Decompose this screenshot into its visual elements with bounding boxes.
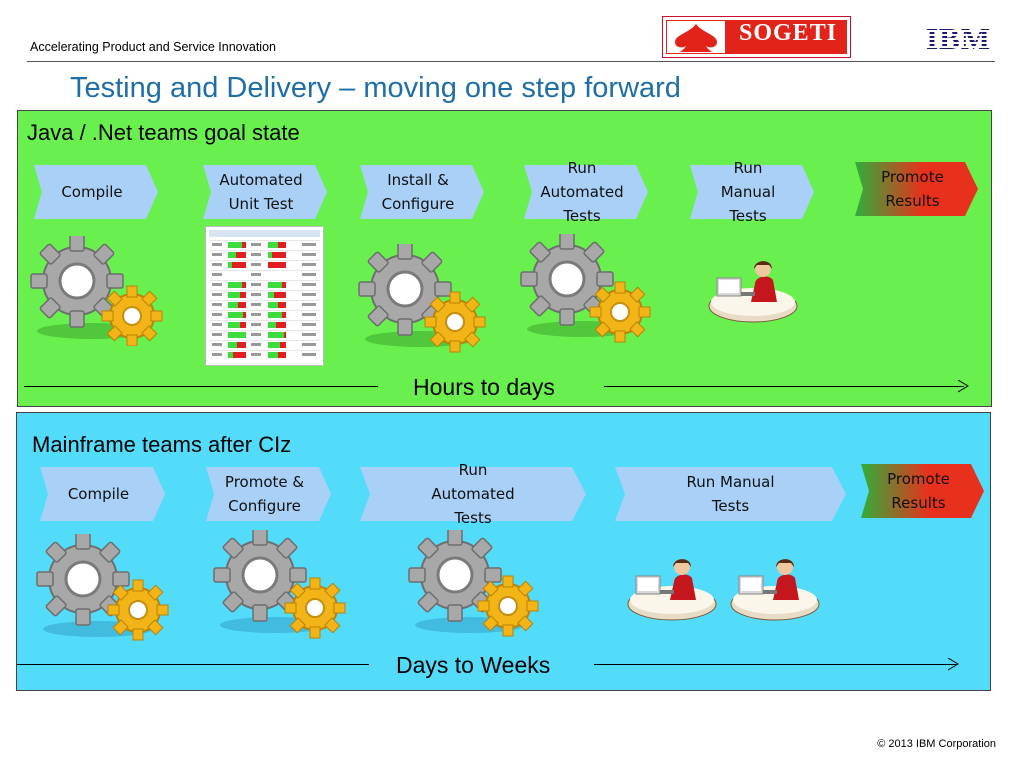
java-timeline-label: Hours to days: [413, 374, 555, 400]
mainframe-step-label: Compile: [67, 485, 130, 503]
gear-icon: [36, 534, 169, 641]
tagline: Accelerating Product and Service Innovat…: [30, 40, 276, 54]
mainframe-step-label: Run Automated Tests: [431, 461, 515, 527]
java-step-label: Promote Results: [881, 168, 944, 210]
mainframe-timeline-label: Days to Weeks: [396, 652, 551, 678]
mainframe-step-label: Promote & Configure: [224, 473, 305, 515]
slide-title: Testing and Delivery – moving one step f…: [70, 72, 681, 104]
arrow-right-icon: [948, 658, 959, 671]
ibm-logo: IBM: [926, 24, 991, 52]
mainframe-timeline-left-line: [17, 664, 369, 665]
spade-icon: [667, 21, 725, 53]
sogeti-logo: Sogeti: [662, 16, 851, 58]
header-divider: [27, 61, 995, 62]
java-step-label: Run Manual Tests: [720, 159, 776, 225]
gear-icon: [213, 530, 346, 639]
copyright: © 2013 IBM Corporation: [877, 738, 996, 750]
mainframe-step-label: Promote Results: [887, 470, 950, 512]
java-step-promote-results: Promote Results: [855, 162, 978, 216]
java-step-compile: Compile: [34, 165, 158, 219]
mainframe-step-run-automated-tests: Run Automated Tests: [360, 461, 586, 527]
java-timeline-right-line: [604, 386, 964, 387]
mainframe-step-promote-results: Promote Results: [861, 464, 984, 518]
java-step-label: Run Automated Tests: [540, 159, 624, 225]
person-at-computer-icon: [627, 559, 717, 621]
java-step-label: Install & Configure: [381, 171, 455, 213]
mainframe-panel: [16, 412, 991, 691]
mainframe-step-promote-configure: Promote & Configure: [206, 467, 331, 521]
mainframe-step-compile: Compile: [40, 467, 165, 521]
java-step-automated-unit-test: Automated Unit Test: [203, 165, 327, 219]
java-step-label: Compile: [61, 183, 123, 201]
gear-icon: [358, 244, 486, 353]
ibm-logo-text: IBM: [926, 24, 991, 52]
java-step-run-automated-tests: Run Automated Tests: [524, 159, 648, 225]
java-step-label: Automated Unit Test: [219, 171, 303, 213]
mainframe-panel-title: Mainframe teams after CIz: [32, 432, 292, 457]
mainframe-timeline-right-line: [594, 664, 956, 665]
java-step-run-manual-tests: Run Manual Tests: [690, 159, 814, 225]
gear-icon: [520, 234, 651, 343]
mainframe-step-run-manual-tests: Run Manual Tests: [615, 467, 846, 521]
gear-icon: [408, 530, 539, 637]
java-step-install-configure: Install & Configure: [360, 165, 484, 219]
java-panel: [17, 110, 992, 407]
java-panel-title: Java / .Net teams goal state: [27, 120, 300, 145]
sogeti-logo-text: Sogeti: [739, 20, 838, 46]
gear-icon: [30, 236, 163, 346]
person-at-computer-icon: [708, 261, 798, 323]
java-timeline-left-line: [24, 386, 378, 387]
spreadsheet-icon: [205, 226, 324, 366]
arrow-right-icon: [958, 380, 969, 393]
person-at-computer-icon: [730, 559, 820, 621]
mainframe-step-label: Run Manual Tests: [686, 473, 775, 515]
